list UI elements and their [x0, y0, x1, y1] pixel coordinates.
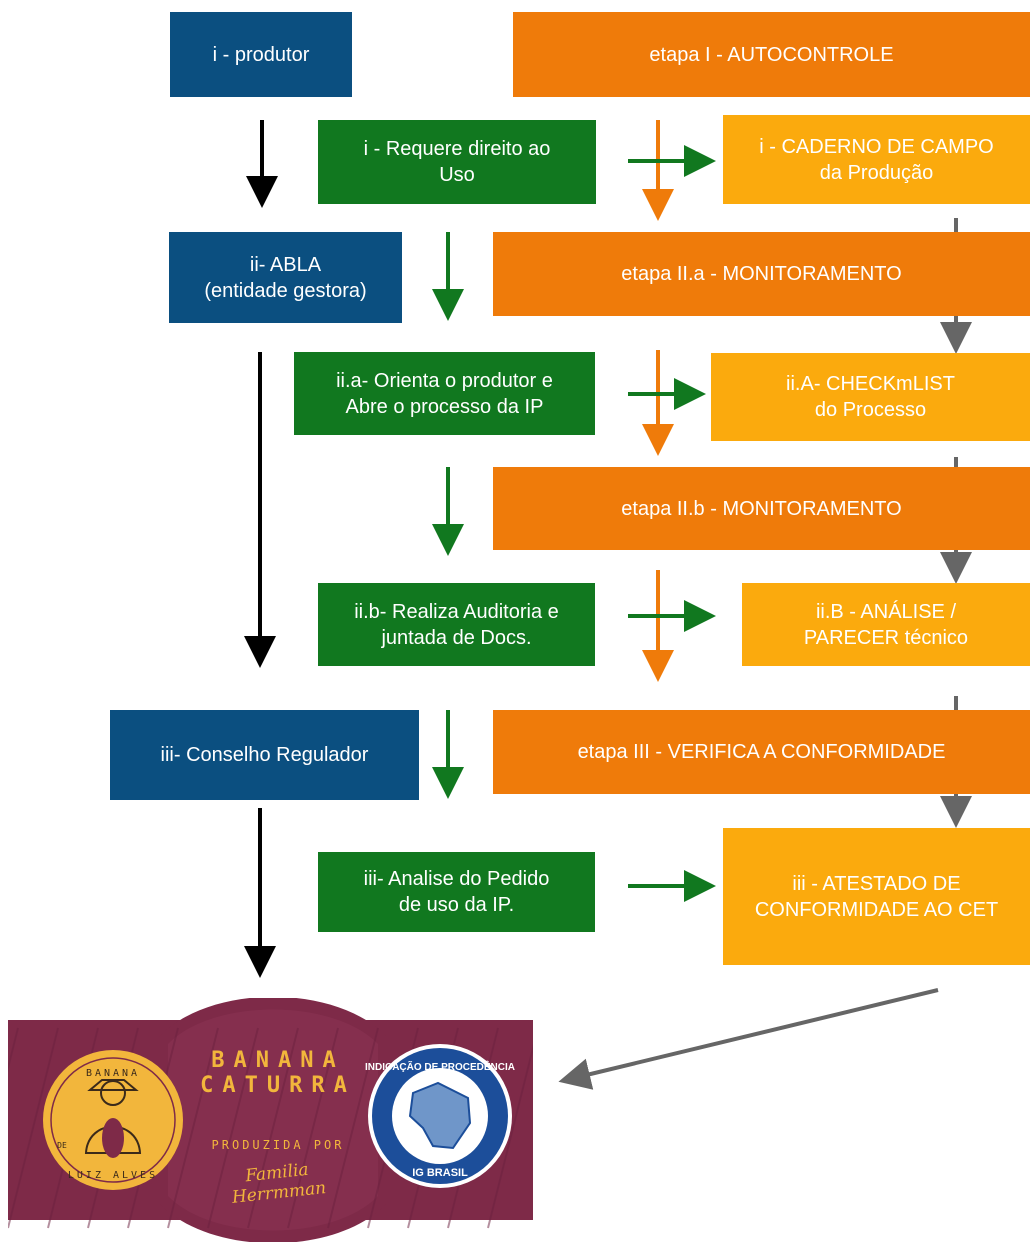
output-analise-parecer-line1: ii.B - ANÁLISE /	[815, 600, 957, 623]
stage-verifica-conformidade-label: etapa III - VERIFICA A CONFORMIDADE	[577, 741, 946, 763]
banana-seal-icon: BANANA DE LUIZ ALVES	[43, 1050, 183, 1190]
product-label: BANANA DE LUIZ ALVES INDICAÇÃO DE PROCED…	[8, 998, 533, 1242]
svg-text:DE: DE	[57, 1141, 67, 1150]
action-requere-uso-line1: i - Requere direito ao	[363, 138, 551, 160]
ig-brasil-seal-icon: INDICAÇÃO DE PROCEDÊNCIA IG BRASIL	[365, 1044, 515, 1188]
label-brand-line2: CATURRA	[200, 1073, 356, 1099]
stage-monitoramento-a-label: etapa II.a - MONITORAMENTO	[621, 263, 902, 285]
stage-monitoramento-a: etapa II.a - MONITORAMENTO	[493, 232, 1030, 316]
svg-text:LUIZ ALVES: LUIZ ALVES	[68, 1170, 158, 1181]
svg-text:IG BRASIL: IG BRASIL	[412, 1167, 468, 1179]
stage-monitoramento-b: etapa II.b - MONITORAMENTO	[493, 467, 1030, 550]
output-analise-parecer: ii.B - ANÁLISE / PARECER técnico	[742, 583, 1030, 666]
actor-abla-line1: ii- ABLA	[249, 253, 322, 276]
action-orienta-produtor-line2: Abre o processo da IP	[345, 395, 544, 418]
action-realiza-auditoria-line1: ii.b- Realiza Auditoria e	[354, 600, 559, 623]
output-checklist: ii.A- CHECKmLIST do Processo	[711, 353, 1030, 441]
action-analise-pedido: iii- Analise do Pedido de uso da IP.	[318, 852, 595, 932]
label-brand-line1: BANANA	[211, 1048, 345, 1073]
output-checklist-line2: do Processo	[814, 399, 927, 421]
output-atestado-conformidade-line2: CONFORMIDADE AO CET	[754, 898, 999, 921]
actor-conselho-regulador: iii- Conselho Regulador	[110, 710, 419, 800]
output-checklist-line1: ii.A- CHECKmLIST	[786, 373, 955, 395]
actor-conselho-regulador-label: iii- Conselho Regulador	[160, 744, 369, 766]
action-requere-uso: i - Requere direito ao Uso	[318, 120, 596, 204]
stage-verifica-conformidade: etapa III - VERIFICA A CONFORMIDADE	[493, 710, 1030, 794]
stage-autocontrole-label: etapa I - AUTOCONTROLE	[649, 43, 894, 66]
action-realiza-auditoria: ii.b- Realiza Auditoria e juntada de Doc…	[318, 583, 595, 666]
output-atestado-conformidade-line1: iii - ATESTADO DE	[792, 872, 961, 895]
actor-produtor-label: i - produtor	[212, 43, 310, 66]
output-atestado-conformidade: iii - ATESTADO DE CONFORMIDADE AO CET	[723, 828, 1030, 965]
stage-autocontrole: etapa I - AUTOCONTROLE	[513, 12, 1030, 97]
product-label-artwork: BANANA DE LUIZ ALVES INDICAÇÃO DE PROCED…	[8, 998, 533, 1242]
action-analise-pedido-line1: iii- Analise do Pedido	[363, 868, 550, 890]
actor-abla-line2: (entidade gestora)	[204, 279, 367, 302]
output-caderno-campo-line1: i - CADERNO DE CAMPO	[759, 135, 994, 158]
label-produced-by: PRODUZIDA POR	[211, 1138, 345, 1152]
output-caderno-campo-line2: da Produção	[819, 161, 934, 184]
actor-produtor: i - produtor	[170, 12, 352, 97]
output-caderno-campo: i - CADERNO DE CAMPO da Produção	[723, 115, 1030, 204]
stage-monitoramento-b-label: etapa II.b - MONITORAMENTO	[621, 497, 902, 520]
arrow-atestado-to-label	[558, 988, 939, 1090]
action-orienta-produtor: ii.a- Orienta o produtor e Abre o proces…	[294, 352, 595, 435]
action-orienta-produtor-line1: ii.a- Orienta o produtor e	[336, 369, 553, 392]
label-brand-name: BANANA CATURRA	[198, 1048, 358, 1099]
action-analise-pedido-line2: de uso da IP.	[398, 894, 515, 916]
output-analise-parecer-line2: PARECER técnico	[803, 626, 969, 649]
action-requere-uso-line2: Uso	[439, 164, 475, 186]
actor-abla: ii- ABLA (entidade gestora)	[169, 232, 402, 323]
action-realiza-auditoria-line2: juntada de Docs.	[381, 626, 532, 649]
svg-text:INDICAÇÃO DE PROCEDÊNCIA: INDICAÇÃO DE PROCEDÊNCIA	[365, 1060, 515, 1073]
svg-text:BANANA: BANANA	[86, 1068, 140, 1079]
